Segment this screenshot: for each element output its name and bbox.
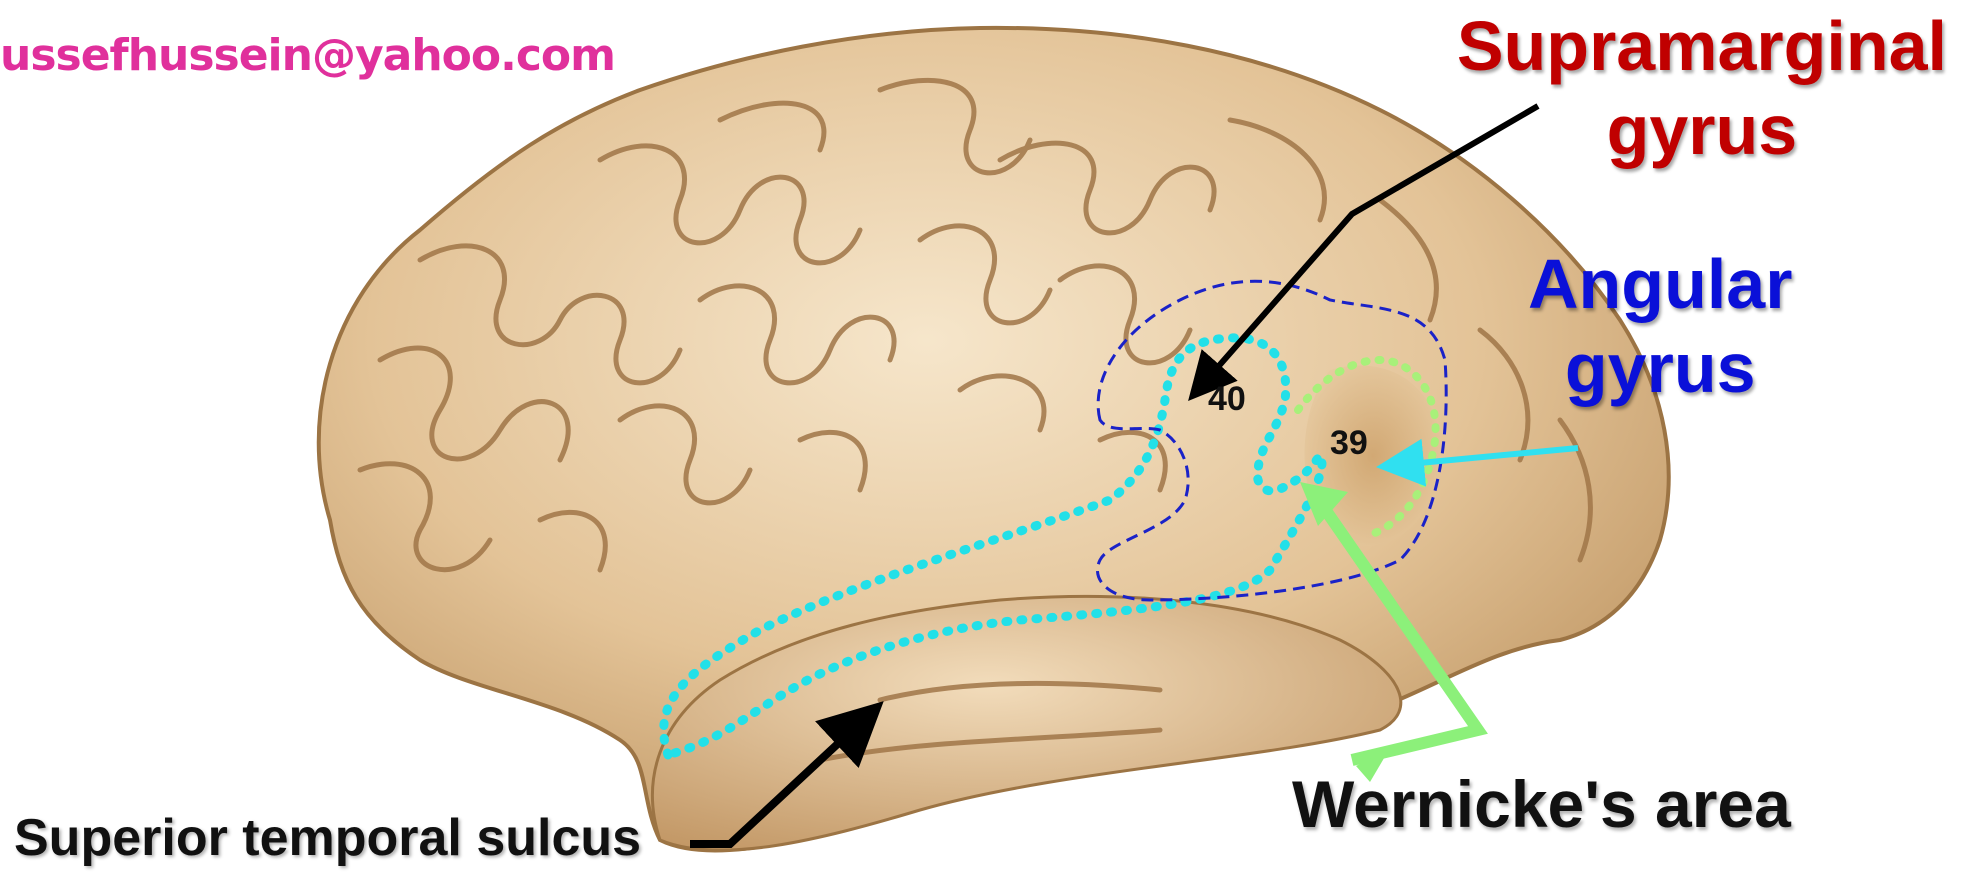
supramarginal-line2: gyrus bbox=[1457, 88, 1947, 172]
superior-temporal-sulcus-label: Superior temporal sulcus bbox=[14, 808, 641, 868]
supramarginal-gyrus-label: Supramarginal gyrus bbox=[1457, 4, 1947, 172]
wernicke-area-label: Wernicke's area bbox=[1292, 766, 1791, 842]
area-40-label: 40 bbox=[1208, 380, 1246, 419]
supramarginal-line1: Supramarginal bbox=[1457, 4, 1947, 88]
area-39-label: 39 bbox=[1330, 424, 1368, 463]
angular-line2: gyrus bbox=[1528, 326, 1792, 410]
angular-line1: Angular bbox=[1528, 242, 1792, 326]
email-text: ussefhussein@yahoo.com bbox=[0, 30, 615, 81]
email-watermark: ussefhussein@yahoo.com bbox=[0, 30, 615, 81]
angular-gyrus-label: Angular gyrus bbox=[1528, 242, 1792, 410]
